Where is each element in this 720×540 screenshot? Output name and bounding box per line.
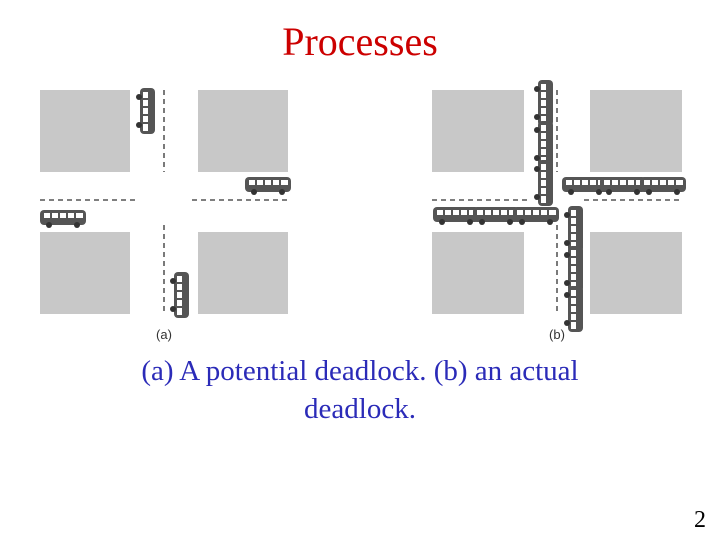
bus (564, 246, 583, 292)
bus (136, 88, 155, 134)
bus (534, 160, 553, 206)
bus (40, 210, 86, 228)
bus (534, 80, 553, 126)
figure-caption: (a) A potential deadlock. (b) an actual … (141, 355, 579, 425)
city-block (198, 90, 288, 172)
bus (170, 272, 189, 318)
bus (564, 206, 583, 252)
city-block (40, 90, 130, 172)
bus (513, 207, 559, 225)
bus (473, 207, 519, 225)
panel-b: (b) (432, 80, 686, 342)
city-block (432, 232, 524, 314)
city-block (198, 232, 288, 314)
panel-a-label: (a) (156, 327, 172, 342)
panel-a: (a) (40, 88, 291, 342)
bus (564, 286, 583, 332)
city-block (432, 90, 524, 172)
slide-title: Processes (282, 19, 438, 64)
city-block (590, 232, 682, 314)
panel-b-label: (b) (549, 327, 565, 342)
city-block (40, 232, 130, 314)
bus (245, 177, 291, 195)
bus (433, 207, 479, 225)
bus (600, 177, 646, 195)
city-block (590, 90, 682, 172)
bus (640, 177, 686, 195)
page-number: 2 (694, 507, 706, 533)
